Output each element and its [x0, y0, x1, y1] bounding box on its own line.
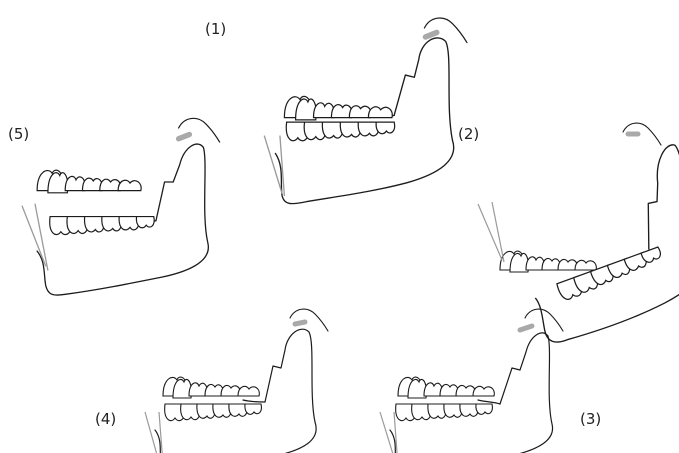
panel-label-5: (5) — [8, 125, 29, 143]
jaw-drawing-1 — [264, 18, 467, 204]
panel-label-1: (1) — [205, 20, 226, 38]
panel-4: (4) — [95, 309, 328, 453]
jaw-drawing-5 — [22, 118, 220, 295]
panel-2: (2) — [458, 123, 679, 345]
panel-label-4: (4) — [95, 410, 116, 428]
panel-label-2: (2) — [458, 125, 479, 143]
jaw-drawing-4 — [145, 309, 328, 453]
panel-3: (3) — [380, 309, 601, 453]
panel-label-3: (3) — [580, 410, 601, 428]
panel-1: (1) — [205, 18, 467, 204]
jaw-drawing-2 — [478, 123, 679, 345]
panel-5: (5) — [8, 118, 220, 295]
jaw-drawing-3 — [380, 309, 563, 453]
